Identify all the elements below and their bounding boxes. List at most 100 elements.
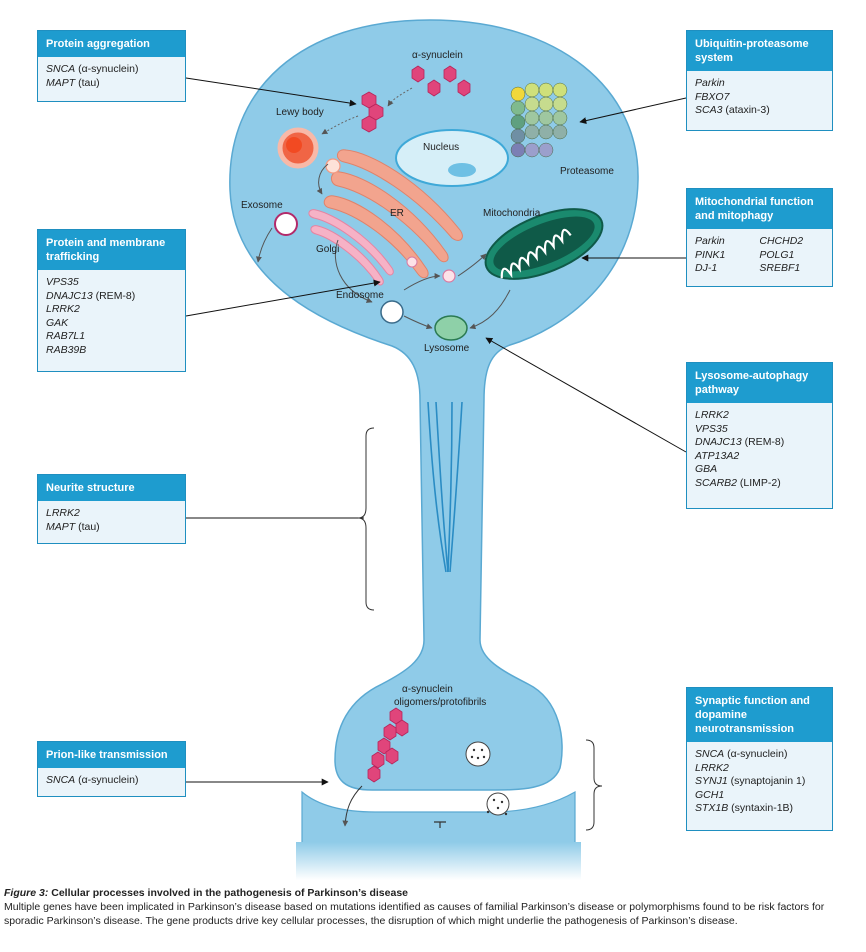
pointer-arrows (185, 77, 687, 786)
gene-symbol: DNAJC13 (46, 289, 93, 302)
gene-annotation: (REM-8) (92, 289, 136, 302)
gene-item: SCA3 (ataxin-3) (695, 104, 824, 118)
nucleolus (448, 163, 476, 177)
panel-synaptic-function: Synaptic function and dopamine neurotran… (686, 687, 833, 831)
gene-symbol: VPS35 (695, 422, 728, 435)
gene-item: VPS35 (46, 276, 177, 290)
vesicle-small-3 (406, 256, 418, 268)
receptor (434, 821, 446, 828)
caption-title-text: Cellular processes involved in the patho… (48, 887, 408, 899)
endosome (380, 300, 404, 324)
gene-annotation: (REM-8) (741, 436, 785, 448)
gene-annotation: (ataxin-3) (722, 104, 770, 116)
gene-annotation: (α-synuclein) (75, 774, 139, 786)
exosome (274, 212, 298, 236)
gene-symbol: SYNJ1 (695, 775, 728, 787)
gene-annotation: (LIMP-2) (737, 476, 781, 489)
label-oligomers-line2: oligomers/protofibrils (394, 697, 487, 708)
panel-title: Protein aggregation (38, 31, 185, 57)
gene-item: DNAJC13 (REM-8) (695, 436, 824, 450)
synaptic-vesicle-1 (465, 741, 491, 767)
gene-symbol: GBA (695, 463, 718, 475)
gene-item: SNCA (α-synuclein) (46, 774, 177, 788)
label-endosome: Endosome (336, 290, 384, 301)
gene-symbol: SCA3 (695, 104, 723, 116)
panel-title: Synaptic function and dopamine neurotran… (687, 688, 832, 742)
neuron-body (229, 19, 639, 791)
gene-symbol: GCH1 (695, 788, 725, 801)
label-alpha-synuclein: α-synuclein (412, 50, 463, 61)
gene-item: GBA (695, 463, 824, 477)
panel-title: Mitochondrial function and mitophagy (687, 189, 832, 229)
lysosome (434, 315, 468, 341)
label-er: ER (390, 208, 404, 219)
gene-item: FBXO7 (695, 91, 824, 105)
gene-symbol: MAPT (46, 76, 76, 89)
label-golgi: Golgi (316, 244, 340, 255)
gene-symbol: GAK (46, 316, 69, 329)
vesicle-small-1 (325, 158, 341, 174)
gene-symbol: LRRK2 (695, 761, 729, 774)
gene-item: RAB39B (46, 344, 177, 358)
cytoskeleton (427, 401, 463, 573)
endoplasmic-reticulum (323, 149, 463, 279)
label-proteasome: Proteasome (560, 166, 614, 177)
label-lysosome: Lysosome (424, 343, 470, 354)
gene-annotation: (tau) (75, 76, 100, 89)
gene-symbol: RAB39B (46, 343, 87, 356)
gene-item: DJ-1 (695, 262, 718, 274)
label-nucleus: Nucleus (423, 142, 460, 153)
synuclein-oligomers (367, 707, 409, 783)
vesicle-small-2 (442, 269, 456, 283)
gene-item: STX1B (syntaxin-1B) (695, 802, 824, 816)
gene-item: SYNJ1 (synaptojanin 1) (695, 775, 824, 789)
gene-item: SNCA (α-synuclein) (46, 63, 177, 77)
gene-symbol: SNCA (46, 774, 76, 786)
gene-annotation: (tau) (75, 520, 100, 533)
gene-item: CHCHD2 (759, 235, 804, 247)
proteasome (510, 82, 568, 158)
gene-symbol: VPS35 (46, 276, 79, 288)
gene-item: RAB7L1 (46, 330, 177, 344)
gene-item: PINK1 (695, 248, 726, 261)
gene-item: LRRK2 (695, 762, 824, 776)
panel-mitochondrial-function: Mitochondrial function and mitophagy Par… (686, 188, 833, 287)
caption-figure-number: Figure 3: (4, 887, 49, 899)
gene-item: LRRK2 (46, 507, 177, 521)
nucleus (395, 129, 509, 187)
gene-item: MAPT (tau) (46, 77, 177, 91)
gene-symbol: LRRK2 (46, 507, 80, 519)
label-exosome: Exosome (241, 200, 283, 211)
gene-symbol: SNCA (695, 748, 725, 760)
gene-annotation: (synaptojanin 1) (727, 775, 806, 787)
gene-symbol: RAB7L1 (46, 330, 86, 342)
gene-symbol: LRRK2 (46, 303, 80, 315)
label-oligomers-line1: α-synuclein (402, 684, 453, 695)
neuron-illustration (185, 19, 687, 880)
label-lewy-body: Lewy body (276, 107, 324, 118)
gene-list: SNCA (α-synuclein)MAPT (tau) (38, 57, 185, 96)
gene-item: Parkin (695, 77, 824, 91)
gene-item: SNCA (α-synuclein) (695, 748, 824, 762)
gene-annotation: (α-synuclein) (724, 748, 788, 760)
gene-symbol: SCARB2 (695, 476, 738, 489)
synaptic-vesicle-2 (486, 792, 510, 816)
panel-title: Prion-like transmission (38, 742, 185, 768)
gene-item: LRRK2 (46, 303, 177, 317)
gene-item: SREBF1 (759, 262, 801, 274)
neurite-brace (357, 427, 375, 611)
gene-list: SNCA (α-synuclein) (38, 768, 185, 794)
panel-title: Neurite structure (38, 475, 185, 501)
gene-item: GCH1 (695, 789, 824, 803)
caption-title: Figure 3: Cellular processes involved in… (4, 886, 862, 900)
gene-symbol: STX1B (695, 802, 729, 814)
gene-annotation: (syntaxin-1B) (728, 802, 794, 814)
